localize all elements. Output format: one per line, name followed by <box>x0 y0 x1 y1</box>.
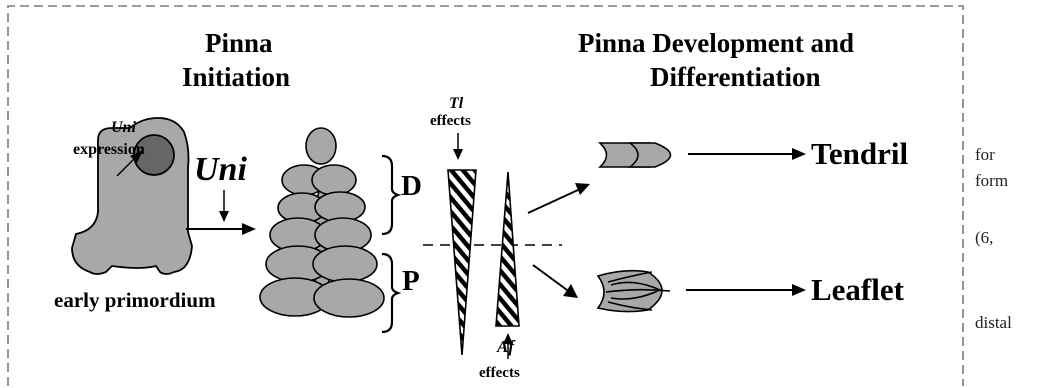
af-gradient-wedge <box>495 171 520 327</box>
tl-down-arrow-head <box>453 149 463 160</box>
label-tl-effects: effects <box>430 113 471 129</box>
heading-pinna-development: Pinna Development and <box>578 28 855 58</box>
pinna-primordia-cluster <box>259 127 385 318</box>
label-uni-small: Uni <box>111 119 136 136</box>
side-text-line-3: (6, <box>975 228 994 247</box>
uni-down-arrow-head <box>219 211 229 222</box>
label-expression: expression <box>73 141 145 158</box>
heading-initiation: Initiation <box>182 62 291 92</box>
proximal-bracket <box>381 252 402 334</box>
to-tendril-arrow <box>527 189 579 214</box>
side-text-line-4: distal <box>975 313 1012 332</box>
label-early-primordium: early primordium <box>54 288 216 312</box>
leaflet-label-arrow-head <box>792 284 806 296</box>
label-tendril: Tendril <box>811 136 909 171</box>
to-leaflet-arrow-head <box>563 284 578 298</box>
expression-arrow-head <box>130 150 143 163</box>
af-up-arrow-head <box>503 333 513 344</box>
label-af: Af <box>497 337 514 356</box>
label-af-effects: effects <box>479 365 520 381</box>
label-distal-d: D <box>401 170 422 202</box>
to-tendril-arrow-head <box>575 183 590 195</box>
side-text-line-2: form <box>975 171 1009 190</box>
label-tl: Tl <box>449 95 464 112</box>
side-text-line-1: for <box>975 145 995 164</box>
primordium-to-pinna-arrow-head <box>242 223 256 235</box>
distal-bracket <box>381 154 402 236</box>
leaflet-organ <box>596 269 671 313</box>
label-proximal-p: P <box>402 265 420 297</box>
tl-gradient-wedge <box>447 169 477 356</box>
tendril-label-arrow-head <box>792 148 806 160</box>
to-leaflet-arrow <box>532 264 568 291</box>
heading-differentiation: Differentiation <box>650 62 821 92</box>
label-uni-big: Uni <box>194 151 247 188</box>
label-leaflet: Leaflet <box>811 272 904 307</box>
dashed-frame-border <box>7 5 964 386</box>
tendril-organ <box>597 142 672 168</box>
heading-pinna: Pinna <box>205 28 273 58</box>
